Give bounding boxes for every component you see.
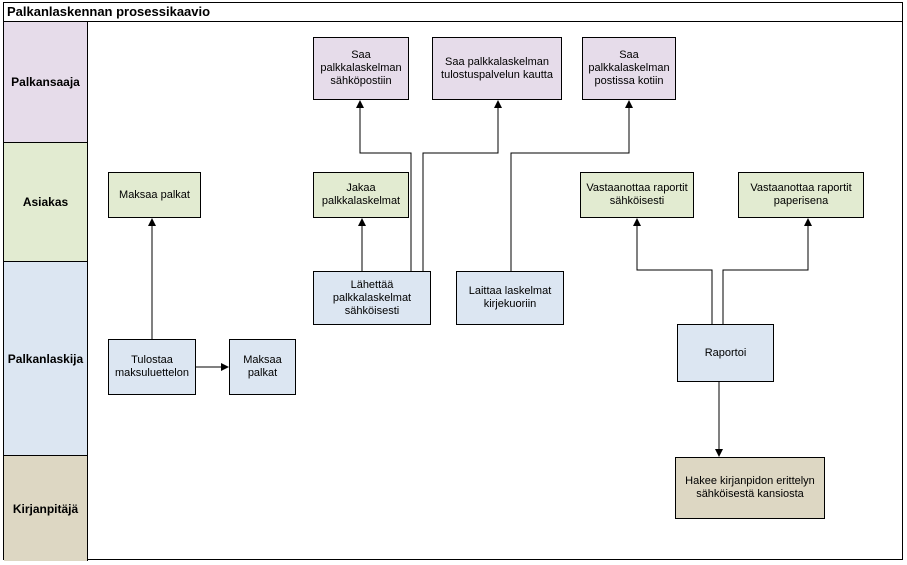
step-saa-sahkopostiin: Saa palkkalaskelman sähköpostiin: [313, 37, 409, 100]
step-laittaa-kirjekuoriin: Laittaa laskelmat kirjekuoriin: [456, 271, 564, 325]
step-lahettaa-sahkoisesti: Lähettää palkkalaskelmat sähköisesti: [313, 271, 431, 325]
arrow-laittaa-to-posti: [510, 100, 633, 271]
arrow-raportoi-to-paperisena: [722, 218, 812, 324]
process-diagram: Palkanlaskennan prosessikaavio Palkansaa…: [3, 2, 903, 561]
step-tulostaa-maksuluettelon: Tulostaa maksuluettelon: [108, 339, 196, 395]
step-maksaa-palkat-asiakas: Maksaa palkat: [108, 172, 201, 218]
diagram-title: Palkanlaskennan prosessikaavio: [4, 3, 902, 22]
step-hakee-erittelyn: Hakee kirjanpidon erittelyn sähköisestä …: [675, 457, 825, 519]
connectors: [148, 100, 812, 457]
step-jakaa-palkkalaskelmat: Jakaa palkkalaskelmat: [313, 172, 409, 218]
arrow-lahettaa-to-sahkoposti: [356, 100, 412, 271]
lane-label-palkanlaskija: Palkanlaskija: [4, 262, 88, 456]
step-saa-tulostuspalvelu: Saa palkkalaskelman tulostuspalvelun kau…: [432, 37, 562, 100]
step-saa-postissa: Saa palkkalaskelman postissa kotiin: [582, 37, 676, 100]
step-vastaanottaa-paperisena: Vastaanottaa raportit paperisena: [738, 172, 864, 218]
lane-label-palkansaaja: Palkansaaja: [4, 22, 88, 143]
lane-label-kirjanpitaja: Kirjanpitäjä: [4, 456, 88, 561]
step-vastaanottaa-sahkoisesti: Vastaanottaa raportit sähköisesti: [580, 172, 694, 218]
arrow-raportoi-to-sahkoisesti: [633, 218, 713, 324]
step-raportoi: Raportoi: [677, 324, 774, 382]
lane-label-asiakas: Asiakas: [4, 143, 88, 262]
step-maksaa-palkat: Maksaa palkat: [229, 339, 296, 395]
arrow-lahettaa-to-tulostus: [422, 100, 502, 271]
